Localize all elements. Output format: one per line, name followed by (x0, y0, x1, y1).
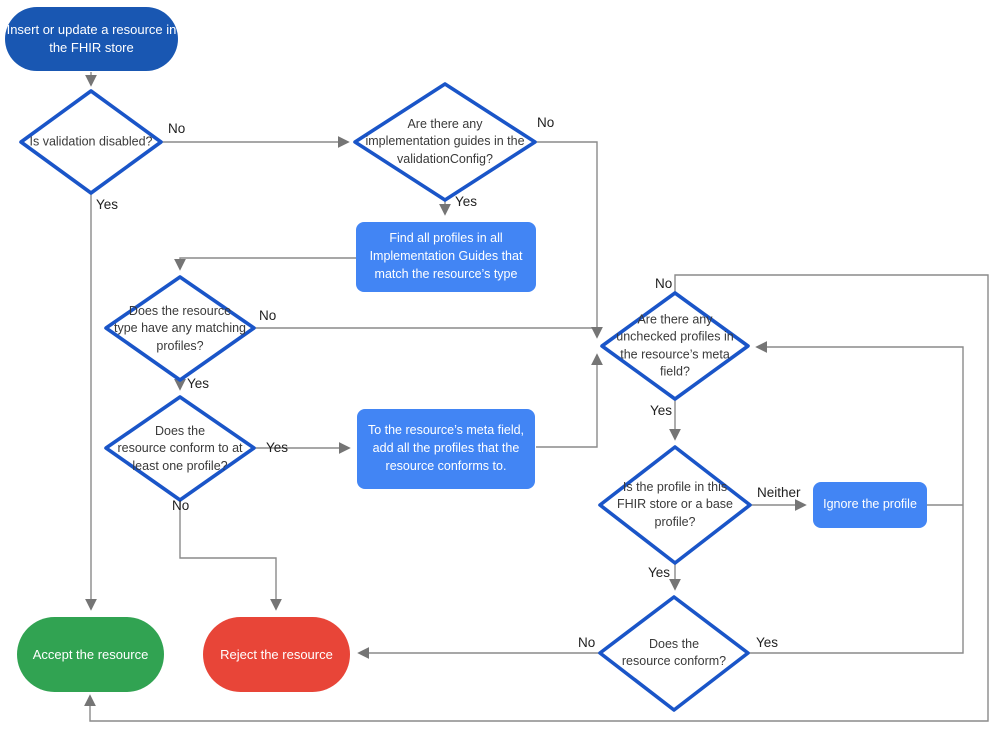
terminal-reject-resource: Reject the resource (203, 617, 350, 692)
edge-label-matching-profiles-yes: Yes (187, 376, 210, 391)
edge-implementation-guides-no (535, 141, 603, 339)
edge-label-unchecked-profiles-yes: Yes (650, 403, 673, 418)
edge-label-validation-disabled-no: No (168, 121, 186, 136)
decision-profile-in-store-shape (598, 445, 752, 565)
edge-find-profiles-to-matching (174, 257, 356, 271)
decision-unchecked-profiles-label: Are there any unchecked profiles in the … (616, 312, 734, 379)
decision-validation-disabled-shape (19, 89, 163, 195)
decision-matching-profiles-label: Does the resource type have any matching… (113, 304, 247, 353)
decision-unchecked-profiles-shape (600, 291, 750, 401)
edge-label-conforms-to-one-no: No (172, 498, 190, 513)
decision-implementation-guides-label: Are there any implementation guides in t… (365, 117, 525, 166)
process-find-profiles: Find all profiles in all Implementation … (356, 222, 536, 292)
decision-matching-profiles-shape (104, 275, 256, 382)
decision-profile-in-store-label: Is the profile in this FHIR store or a b… (616, 480, 733, 529)
edge-conforms-to-one-no (179, 500, 282, 611)
decision-conforms-to-one-shape (104, 395, 256, 502)
edge-resource-conforms-yes (748, 341, 964, 654)
decision-resource-conforms-shape (598, 595, 750, 712)
edge-label-implementation-guides-yes: Yes (455, 194, 478, 209)
edge-label-resource-conforms-yes: Yes (756, 635, 779, 650)
edge-label-validation-disabled-yes: Yes (96, 197, 119, 212)
start-node: Insert or update a resource in the FHIR … (5, 7, 178, 71)
process-ignore-profile: Ignore the profile (813, 482, 927, 528)
edge-add-profiles-to-unchecked (536, 353, 603, 448)
terminal-accept-resource: Accept the resource (17, 617, 164, 692)
process-add-profiles: To the resource’s meta field, add all th… (357, 409, 535, 489)
edge-label-profile-in-store-neither: Neither (757, 485, 801, 500)
edge-label-profile-in-store-yes: Yes (648, 565, 671, 580)
edge-label-conforms-to-one-yes: Yes (266, 440, 289, 455)
edge-label-unchecked-profiles-no: No (655, 276, 673, 291)
edge-label-resource-conforms-no: No (578, 635, 596, 650)
decision-resource-conforms-label: Does the resource conform? (621, 636, 727, 668)
decision-conforms-to-one-label: Does the resource conform to at least on… (117, 424, 243, 473)
edge-label-implementation-guides-no: No (537, 115, 555, 130)
decision-implementation-guides-shape (353, 82, 537, 202)
decision-validation-disabled-label: Is validation disabled? (29, 134, 153, 149)
edge-unchecked-profiles-no-loop (84, 274, 989, 722)
edge-label-matching-profiles-no: No (259, 308, 277, 323)
